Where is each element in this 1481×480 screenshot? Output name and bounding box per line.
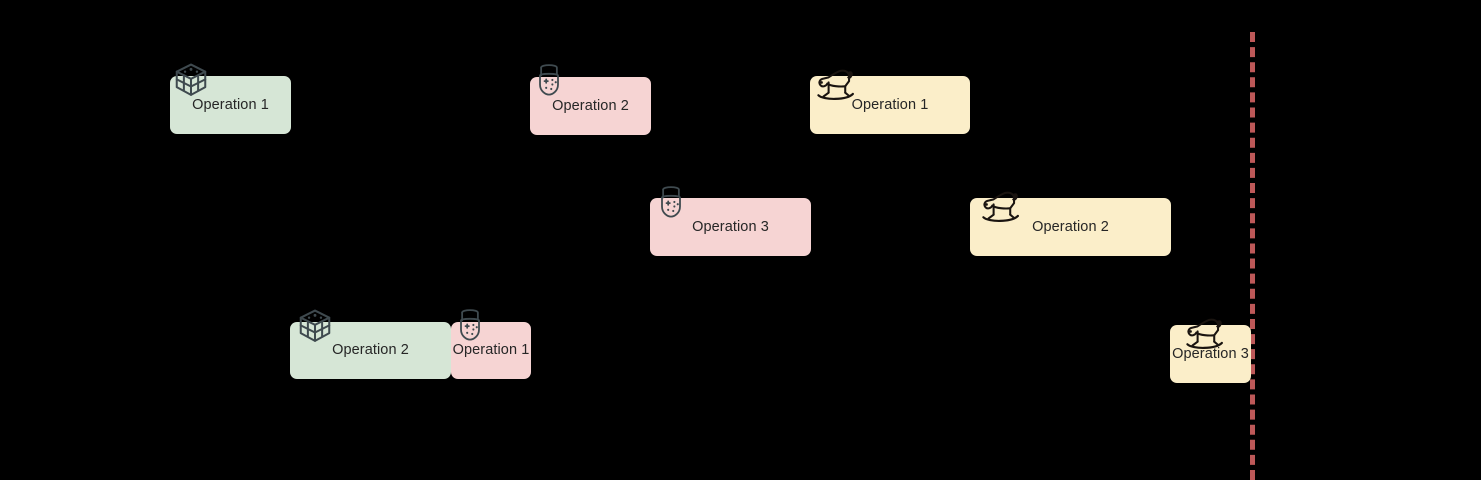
task-label: Operation 1 xyxy=(851,96,929,113)
cube-icon xyxy=(172,61,210,99)
baby-bib-icon xyxy=(452,307,488,343)
task-label: Operation 2 xyxy=(332,342,409,359)
task-label: Operation 3 xyxy=(692,218,769,235)
task-card[interactable]: Operation 2 xyxy=(970,198,1171,256)
today-marker-line xyxy=(1250,32,1255,480)
task-label: Operation 1 xyxy=(192,96,269,113)
task-label: Operation 2 xyxy=(1032,218,1109,235)
task-label: Operation 1 xyxy=(452,342,530,359)
baby-bib-icon xyxy=(531,62,567,98)
rocking-horse-icon xyxy=(977,184,1023,230)
task-label: Operation 2 xyxy=(552,97,629,114)
rocking-horse-icon xyxy=(1181,311,1227,357)
task-label: Operation 3 xyxy=(1172,345,1249,362)
task-card[interactable]: Operation 3 xyxy=(1170,325,1251,383)
baby-bib-icon xyxy=(653,184,689,220)
rocking-horse-icon xyxy=(812,62,858,108)
cube-icon xyxy=(296,307,334,345)
